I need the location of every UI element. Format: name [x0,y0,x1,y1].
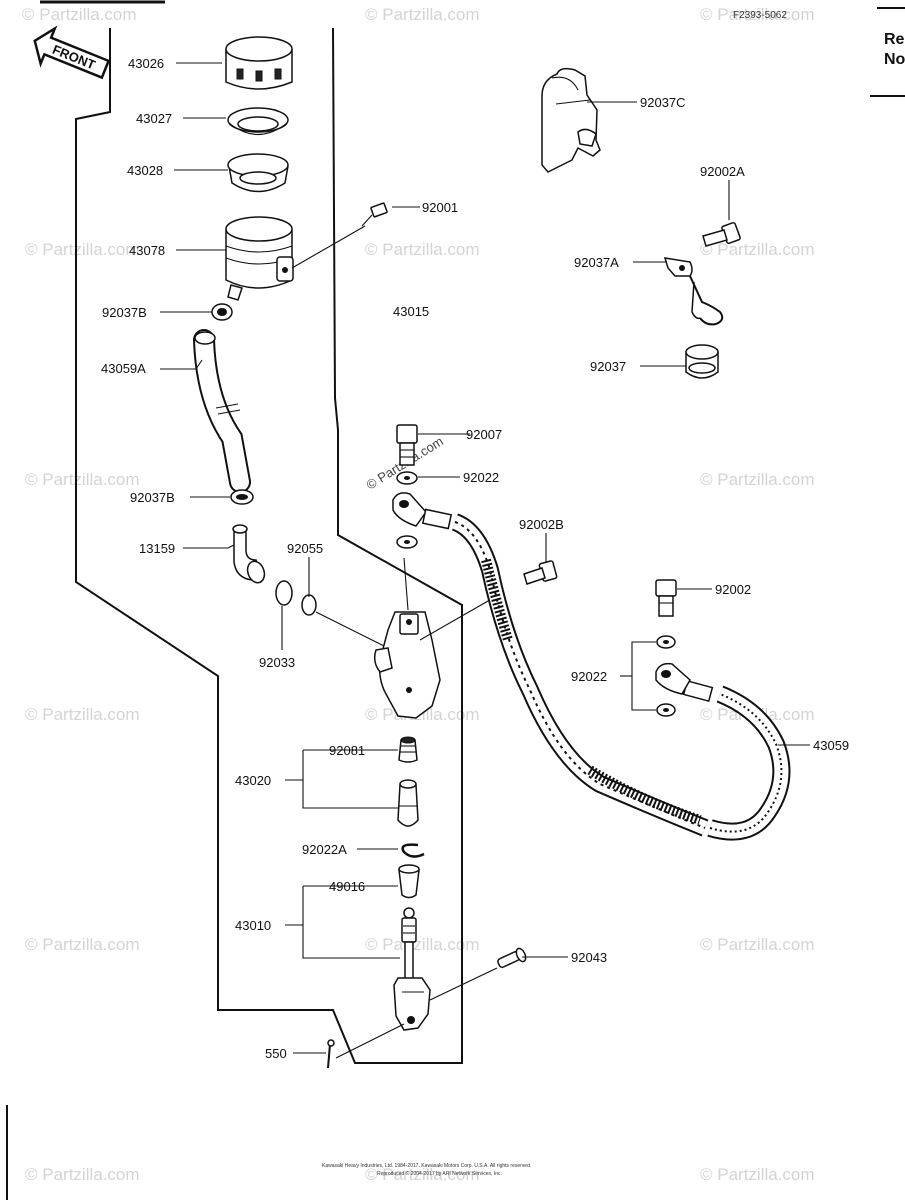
line-clamp [663,257,724,326]
banjo-bolt-right [655,579,677,617]
watermark: © Partzilla.com [700,240,815,259]
elbow-fitting [232,524,266,584]
callout-92002A: 92002A [700,164,745,179]
banjo-bolt [396,424,418,466]
callout-550: 550 [265,1046,287,1061]
hose-clamp-bottom [230,489,254,505]
callout-43010: 43010 [235,918,271,933]
bolt-92002B [523,560,558,585]
callout-92037: 92037 [590,359,626,374]
callout-92037B-bottom: 92037B [130,490,175,505]
footer-reproduced: Reproduced © 2004-2017 by ARI Network Se… [377,1170,502,1177]
leader-line [429,967,498,1001]
callout-92022A: 92022A [302,842,347,857]
watermark: © Partzilla.com [365,1165,480,1184]
front-arrow: FRONT [33,25,111,80]
side-text-top: Re [884,31,905,48]
callout-43028: 43028 [127,163,163,178]
callout-92002B: 92002B [519,517,564,532]
callout-92037B-top: 92037B [102,305,147,320]
leader-line [315,611,389,649]
ref-code: F2393-5062 [733,10,787,21]
clevis-pin [497,947,527,969]
callout-92055: 92055 [287,541,323,556]
callout-92002: 92002 [715,582,751,597]
callout-43078: 43078 [129,243,165,258]
watermark: © Partzilla.com [22,5,137,24]
callout-92022-top: 92022 [463,470,499,485]
callout-43026: 43026 [128,56,164,71]
watermark: © Partzilla.com [365,705,480,724]
watermark: © Partzilla.com [25,1165,140,1184]
reservoir-body [225,216,294,301]
callout-43059: 43059 [813,738,849,753]
o-ring [301,594,317,616]
callout-43020: 43020 [235,773,271,788]
callout-92037A: 92037A [574,255,619,270]
circlip [275,580,293,606]
side-text-bottom: No [884,51,905,68]
callout-92037C: 92037C [640,95,686,110]
hose-guide-bracket [541,67,601,173]
leader-line [403,557,409,611]
watermark: © Partzilla.com [700,470,815,489]
watermark: © Partzilla.com [25,470,140,489]
reservoir-cap [225,36,293,90]
callout-92043: 92043 [571,950,607,965]
diaphragm [227,153,289,193]
assembly-outline [75,27,463,1064]
callout-43059A: 43059A [101,361,146,376]
brake-hose [392,492,791,841]
watermark: © Partzilla.com [700,935,815,954]
grommet [685,344,719,379]
diaphragm-plate [227,107,289,135]
footer-copyright: Kawasaki Heavy Industries, Ltd. 1984-201… [322,1163,531,1169]
cotter-pin [327,1039,335,1069]
bolt-92002A [702,221,741,247]
callout-49016: 49016 [329,879,365,894]
callout-92001: 92001 [422,200,458,215]
screw-92001 [361,202,388,227]
master-cylinder-body [373,611,441,719]
watermark: © Partzilla.com [700,1165,815,1184]
piston [397,779,419,827]
push-rod [393,907,431,1031]
callout-92007: 92007 [466,427,502,442]
watermark: © Partzilla.com [365,5,480,24]
watermark: © Partzilla.com [365,240,480,259]
leader-line [291,225,366,269]
callout-92022-right: 92022 [571,669,607,684]
callout-43027: 43027 [136,111,172,126]
watermark: © Partzilla.com [25,705,140,724]
dust-boot [398,864,420,899]
snap-ring [401,843,425,858]
callout-lines [160,62,810,1054]
spring [398,736,418,763]
hose-clamp-top [211,303,233,321]
watermark: © Partzilla.com [700,5,815,24]
watermark: © Partzilla.com [25,935,140,954]
leader-line [419,596,496,641]
callout-92033: 92033 [259,655,295,670]
watermark: © Partzilla.com [25,240,140,259]
assembly-label: 43015 [393,304,429,319]
callout-13159: 13159 [139,541,175,556]
watermark: © Partzilla.com [365,935,480,954]
callout-92081: 92081 [329,743,365,758]
callout-labels: 43026 43027 43028 43078 92001 92037B 430… [101,56,849,1061]
leader-line [335,1023,405,1059]
